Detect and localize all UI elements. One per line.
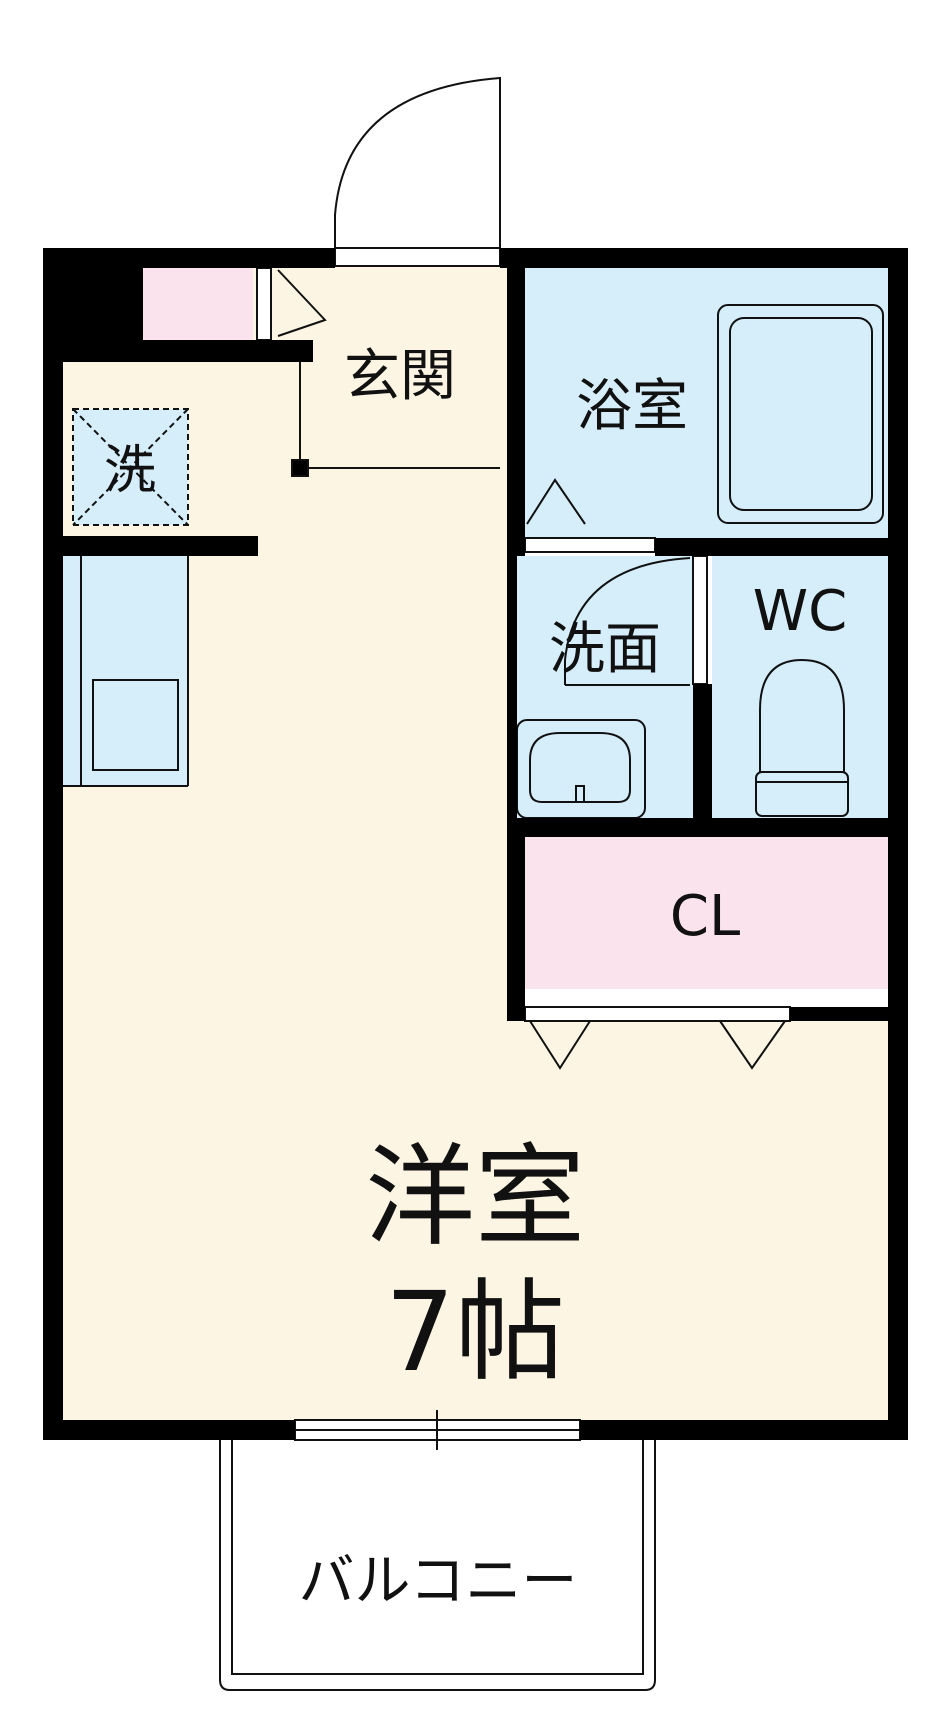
wall-corner-block (63, 268, 143, 340)
washbasin-bowl (529, 732, 631, 803)
washroom-floor (517, 556, 693, 818)
label-balcony: バルコニー (299, 1549, 578, 1614)
drain (575, 785, 585, 803)
wall-washroom-left (507, 538, 517, 818)
label-main-room: 洋室 (365, 1133, 585, 1261)
doors (219, 76, 791, 1691)
balcony-rail (231, 1440, 644, 1675)
wc-floor (712, 556, 888, 818)
room-fills (63, 253, 888, 1420)
bathtub (717, 304, 884, 524)
wall-closet-bottom (790, 1007, 908, 1021)
closet-door-track (524, 1006, 791, 1022)
wall-left (43, 248, 63, 1440)
closet-door-fold-left (529, 1020, 591, 1070)
washer-pan (72, 408, 189, 526)
toilet-tank (755, 771, 849, 817)
walls (43, 248, 908, 1440)
front-door-threshold (334, 247, 501, 267)
wall-bath-bottom (655, 538, 888, 556)
wc-door (692, 555, 708, 685)
room-labels: 玄関 浴室 洗 洗面 WC CL 洋室 7帖 バルコニー (104, 344, 847, 1614)
closet-door-fold-right (719, 1020, 786, 1070)
shoe-closet (143, 268, 253, 340)
wall-top-left (43, 248, 335, 268)
toilet-bowl (759, 658, 845, 773)
wall-washer-bottom (63, 536, 258, 556)
front-door-swing (334, 76, 501, 248)
bath-door (524, 537, 656, 553)
bathroom-floor (525, 268, 888, 538)
label-entrance: 玄関 (344, 344, 456, 409)
wall-top-right (500, 248, 908, 268)
entrance-post (291, 459, 309, 477)
wall-bath-left (507, 268, 525, 556)
shoe-closet-door (256, 267, 272, 341)
main-floor (63, 253, 888, 1420)
label-closet: CL (670, 884, 740, 949)
wall-bottom-left (43, 1420, 295, 1440)
label-bath: 浴室 (576, 374, 688, 439)
balcony-outline (219, 1440, 656, 1691)
kitchen-sink (92, 679, 179, 771)
label-wc: WC (753, 579, 847, 644)
wall-wc-divider (693, 684, 712, 818)
shoe-closet-door-swing (277, 269, 327, 337)
fixtures (63, 304, 884, 819)
wall-right (888, 248, 908, 1440)
wall-closet-top (507, 818, 908, 837)
wall-closet-left (507, 818, 525, 1021)
bath-door-swing (526, 478, 586, 525)
wall-shoe-bottom (63, 340, 313, 362)
kitchen-counter (63, 556, 188, 786)
label-main-size: 7帖 (385, 1268, 565, 1396)
washroom-door-swing (564, 557, 691, 685)
bathtub-inner (729, 317, 873, 511)
closet-floor (525, 837, 888, 989)
washer-pan-diag2 (72, 408, 189, 526)
wall-bottom-right (580, 1420, 908, 1440)
label-washroom: 洗面 (549, 617, 661, 682)
label-washer: 洗 (104, 441, 156, 501)
